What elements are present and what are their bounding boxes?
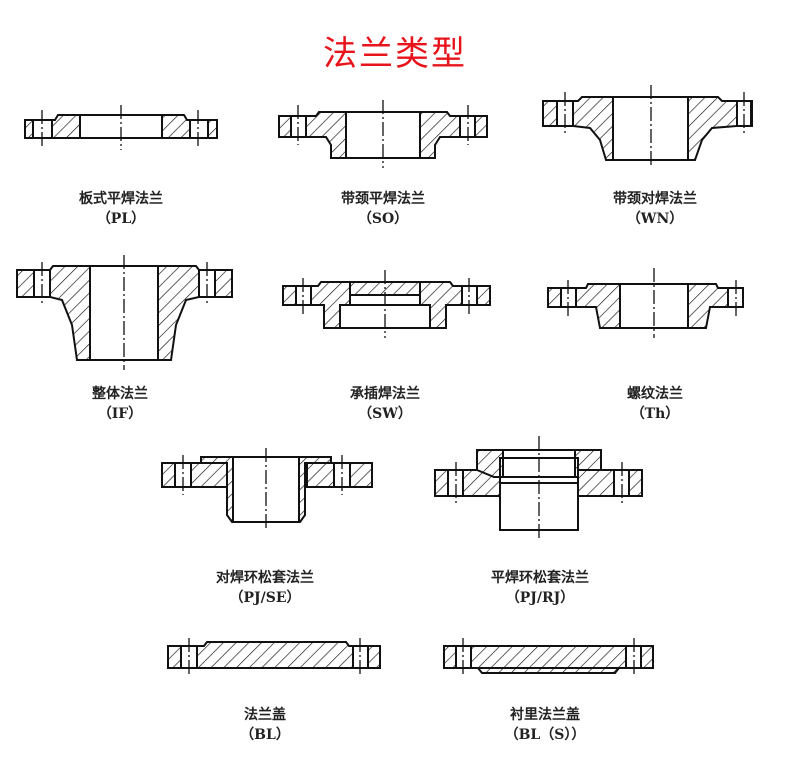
drawing-th (547, 268, 744, 338)
flange-code: （BL） (240, 727, 290, 743)
drawing-wn (542, 85, 753, 168)
flange-code: （SO） (357, 211, 409, 227)
flange-name: 整体法兰 (92, 386, 148, 402)
flange-code: （PL） (96, 211, 146, 227)
flange-code: （BL（S）） (504, 727, 586, 743)
drawing-bl-s (443, 638, 654, 676)
label-pl: 板式平焊法兰 （PL） (11, 189, 231, 229)
drawing-pj-rj (434, 436, 643, 540)
flange-name: 法兰盖 (244, 707, 286, 723)
drawing-bl (167, 638, 381, 676)
flange-code: （IF） (97, 406, 143, 422)
flange-code: （WN） (626, 211, 684, 227)
flange-code: （PJ/SE） (229, 590, 301, 606)
flange-code: （PJ/RJ） (505, 590, 575, 606)
drawing-pj-se (161, 448, 373, 530)
flange-name: 板式平焊法兰 (79, 191, 163, 207)
flange-name: 衬里法兰盖 (510, 707, 580, 723)
drawing-pl (24, 105, 218, 150)
flange-name: 承插焊法兰 (350, 386, 420, 402)
flange-code: （Th） (630, 406, 680, 422)
drawing-if (16, 255, 233, 370)
label-bl: 法兰盖 （BL） (155, 705, 375, 745)
label-pj-se: 对焊环松套法兰 （PJ/SE） (155, 568, 375, 608)
label-bl-s: 衬里法兰盖 （BL（S）） (435, 705, 655, 745)
flange-name: 带颈平焊法兰 (341, 191, 425, 207)
drawing-sw (282, 270, 491, 338)
flange-name: 对焊环松套法兰 (216, 570, 314, 586)
label-sw: 承插焊法兰 （SW） (275, 384, 495, 424)
flange-name: 螺纹法兰 (627, 386, 683, 402)
label-so: 带颈平焊法兰 （SO） (273, 189, 493, 229)
diagram-title: 法兰类型 (323, 34, 467, 74)
flange-name: 带颈对焊法兰 (613, 191, 697, 207)
label-wn: 带颈对焊法兰 （WN） (545, 189, 765, 229)
label-if: 整体法兰 （IF） (10, 384, 230, 424)
flange-name: 平焊环松套法兰 (491, 570, 589, 586)
label-pj-rj: 平焊环松套法兰 （PJ/RJ） (430, 568, 650, 608)
drawing-so (278, 100, 488, 168)
flange-code: （SW） (358, 406, 412, 422)
label-th: 螺纹法兰 （Th） (545, 384, 765, 424)
